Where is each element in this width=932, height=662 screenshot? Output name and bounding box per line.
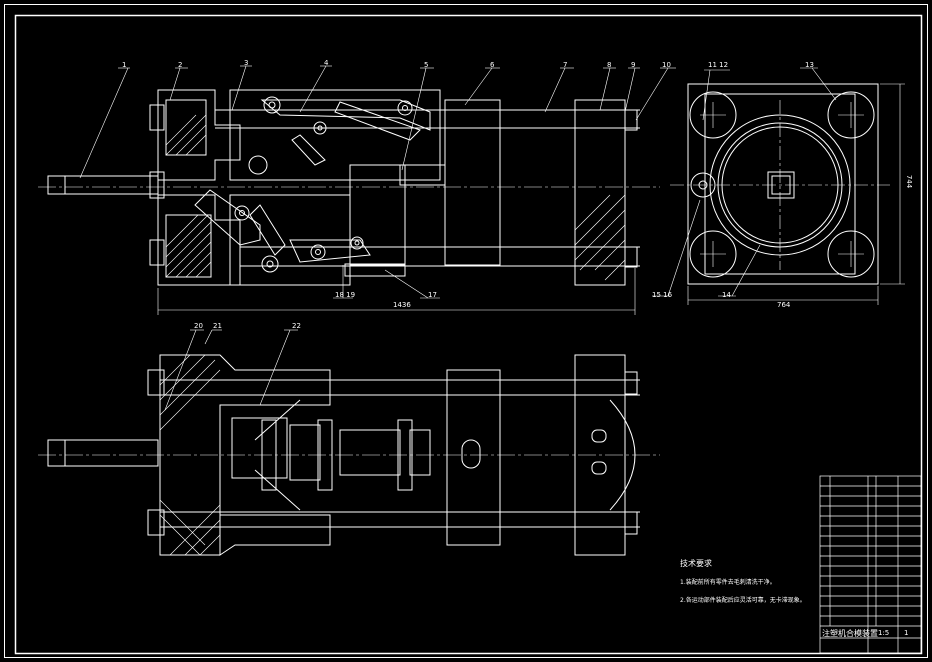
fixed-platen	[574, 99, 626, 286]
balloon-6: 6	[490, 61, 495, 69]
balloon-14: 14	[722, 291, 731, 299]
dimension-side-height: 744	[905, 174, 914, 189]
balloon-8: 8	[607, 61, 612, 69]
toggle-housing	[229, 89, 441, 181]
cylinder-rod-section	[47, 439, 159, 467]
title-block	[819, 475, 922, 654]
side-view	[652, 67, 905, 305]
balloon-2: 2	[178, 61, 183, 69]
balloon-7: 7	[563, 61, 568, 69]
balloon-21: 21	[213, 322, 222, 330]
platen-outline	[687, 83, 879, 285]
moving-platen-section	[446, 369, 501, 546]
tie-bar-hole-bl	[689, 230, 737, 278]
balloon-10: 10	[662, 61, 671, 69]
inner-border	[14, 14, 923, 655]
balloon-18-19: 18 19	[335, 291, 356, 299]
balloon-11-12: 11 12	[708, 61, 729, 69]
drawing-sheet-number: 1	[904, 629, 909, 637]
drawing-scale: 1:5	[878, 629, 890, 637]
balloon-1: 1	[122, 61, 127, 69]
balloon-22: 22	[292, 322, 301, 330]
balloon-5: 5	[424, 61, 429, 69]
dimension-side-width: 764	[777, 301, 791, 309]
balloon-13: 13	[805, 61, 814, 69]
outer-border	[4, 4, 928, 658]
technical-requirements: 技术要求 1.装配前所有零件去毛刺清洗干净。 2.各运动部件装配后应灵活可靠，无…	[680, 558, 806, 613]
ejector-plate	[344, 263, 406, 277]
balloon-4: 4	[324, 59, 329, 67]
cylinder-rod	[47, 175, 159, 195]
technical-requirement-1: 1.装配前所有零件去毛刺清洗干净。	[680, 579, 776, 586]
tie-bar-hole-tl	[689, 91, 737, 139]
balloon-3: 3	[244, 59, 249, 67]
drawing-name: 注塑机合模装置	[822, 629, 878, 638]
balloon-17: 17	[428, 291, 437, 299]
balloon-9: 9	[631, 61, 636, 69]
dimension-overall-length: 1436	[393, 301, 411, 309]
balloon-20: 20	[194, 322, 203, 330]
rear-platen-upper	[157, 89, 241, 181]
tie-bar-hole-tr	[827, 91, 875, 139]
technical-requirement-2: 2.各运动部件装配后应灵活可靠，无卡滞现象。	[680, 597, 806, 604]
moving-platen	[444, 99, 501, 266]
section-view	[38, 329, 660, 556]
balloon-15-16: 15 16	[652, 291, 673, 299]
tie-bar-hole-br	[827, 230, 875, 278]
technical-requirements-heading: 技术要求	[680, 559, 712, 568]
front-view	[38, 65, 676, 315]
